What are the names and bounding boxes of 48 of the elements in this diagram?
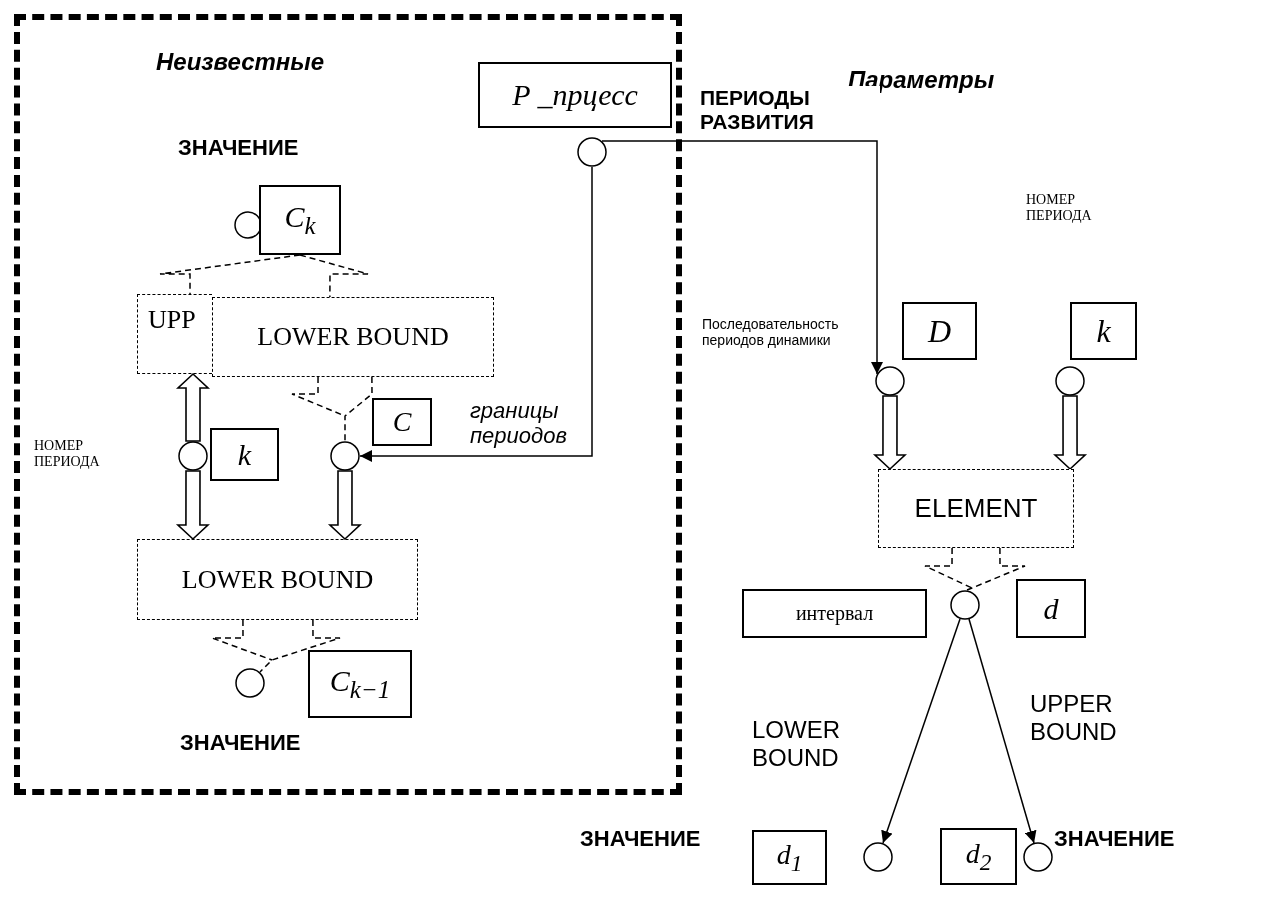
- port-label: НОМЕР ПЕРИОДА: [1026, 192, 1093, 225]
- variable-box: d$_{1}$: [752, 830, 827, 885]
- port-circle: [234, 211, 262, 239]
- function-box: ELEMENT: [878, 469, 1074, 548]
- arrow: [601, 140, 883, 375]
- variable-box: d$_{2}$: [940, 828, 1017, 885]
- port-label: ЗНАЧЕНИЕ: [180, 730, 302, 756]
- block-arrow: [327, 470, 362, 541]
- port-label: ЗНАЧЕНИЕ: [580, 826, 702, 852]
- port-circle: [178, 441, 208, 471]
- block-arrow: [175, 470, 210, 541]
- variable-box: P _прцесс: [478, 62, 672, 128]
- port-label: Последовательность периодов динамики: [702, 316, 840, 349]
- arrow: [881, 618, 961, 844]
- variable-box: C: [372, 398, 432, 446]
- port-circle: [1023, 842, 1053, 872]
- heading: Неизвестные: [156, 48, 325, 76]
- port-circle: [577, 137, 607, 167]
- variable-box: C$_{k}$: [259, 185, 341, 255]
- variable-box: k: [1070, 302, 1137, 360]
- function-box: LOWER BOUND: [137, 539, 418, 620]
- port-circle: [235, 668, 265, 698]
- port-circle: [950, 590, 980, 620]
- arrow: [968, 618, 1037, 844]
- arrow: [359, 166, 593, 462]
- dashed-frame: [14, 14, 682, 795]
- dashed-connector: [211, 619, 341, 673]
- dashed-connector: [924, 547, 1026, 591]
- port-circle: [330, 441, 360, 471]
- port-circle: [863, 842, 893, 872]
- port-label: ЗНАЧЕНИЕ: [1054, 826, 1176, 852]
- function-box: UPP: [137, 294, 212, 374]
- port-circle: [1055, 366, 1085, 396]
- dashed-connector: [291, 376, 373, 442]
- block-arrow: [872, 395, 907, 471]
- block-arrow: [1053, 395, 1088, 471]
- port-label: НОМЕР ПЕРИОДА: [34, 438, 101, 471]
- function-box: LOWER BOUND: [212, 297, 494, 377]
- block-arrow: [176, 372, 211, 442]
- variable-box: k: [210, 428, 279, 481]
- variable-box: d: [1016, 579, 1086, 638]
- variable-box: C$_{k−1}$: [308, 650, 412, 718]
- dashed-connector: [159, 254, 301, 295]
- dashed-connector: [299, 254, 369, 298]
- value-box: интервал: [742, 589, 927, 638]
- port-label: ЗНАЧЕНИЕ: [178, 135, 300, 161]
- port-circle: [875, 366, 905, 396]
- variable-box: D: [902, 302, 977, 360]
